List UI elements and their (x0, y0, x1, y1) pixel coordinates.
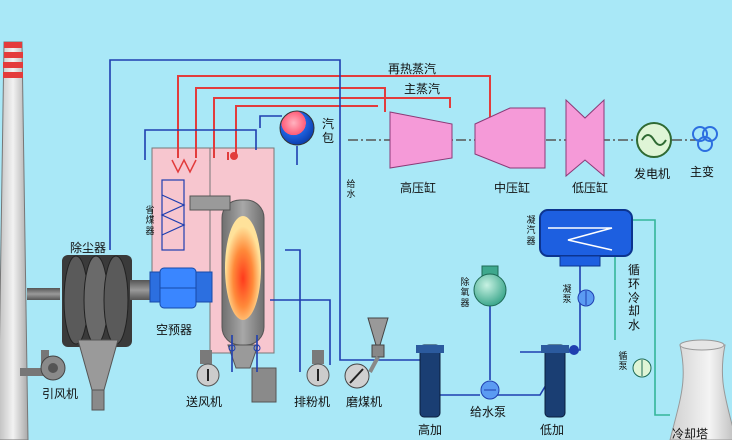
label-economizer: 省煤器 (145, 206, 155, 237)
label-deaerator: 除氧器 (460, 278, 470, 309)
steam-lines (177, 75, 491, 160)
label-lp-heater: 低加 (540, 423, 565, 437)
deaerator-icon (473, 265, 507, 307)
label-hp-cylinder: 高压缸 (400, 181, 437, 195)
generator-icon (636, 122, 672, 158)
condenser-icon (539, 209, 633, 267)
pump-icon (480, 380, 500, 400)
dust-collector-icon (62, 255, 132, 411)
label-cooling-tower: 冷却塔 (672, 427, 709, 440)
label-coal-mill: 磨煤机 (346, 395, 383, 409)
label-reheat-steam: 再热蒸汽 (388, 62, 437, 76)
label-generator: 发电机 (634, 167, 671, 181)
pump-icon (632, 358, 652, 378)
lp-heater-icon (541, 344, 569, 418)
label-ip-cylinder: 中压缸 (494, 181, 531, 195)
label-feedwater: 给水 (346, 180, 356, 201)
hp-heater-icon (416, 344, 444, 418)
duct-segment (130, 280, 155, 300)
label-condenser: 凝汽器 (526, 216, 536, 247)
transformer-icon (692, 126, 718, 152)
cooling-lines (614, 219, 670, 416)
valve-node (569, 345, 579, 355)
cooling-tower-icon (669, 339, 732, 440)
valve-node (228, 344, 236, 352)
turbine-icon (389, 98, 605, 178)
boiler-backpass (151, 147, 235, 279)
label-condensate-pump: 凝泵 (562, 285, 572, 306)
label-feed-pump: 给水泵 (470, 405, 507, 419)
label-air-preheater: 空预器 (156, 323, 193, 337)
air-preheater-icon (149, 267, 213, 309)
label-hp-heater: 高加 (418, 423, 443, 437)
steam-node (230, 152, 238, 160)
label-circ-pump: 循泵 (618, 352, 628, 373)
induced-fan-icon (40, 355, 66, 381)
pump-icon (577, 289, 595, 307)
label-drum: 汽包 (322, 117, 335, 145)
coal-mill-icon (344, 317, 389, 389)
label-forced-fan: 送风机 (186, 395, 223, 409)
drum-icon (279, 110, 315, 146)
label-powder-fan: 排粉机 (294, 395, 331, 409)
label-main-steam: 主蒸汽 (404, 82, 441, 96)
label-dust-collector: 除尘器 (70, 241, 107, 255)
label-induced-fan: 引风机 (42, 387, 79, 401)
label-circulating-water: 循环冷却水 (628, 263, 641, 333)
fan-icon (196, 350, 220, 387)
valve-node (253, 344, 261, 352)
chimney-icon (0, 41, 29, 440)
label-main-transformer: 主变 (690, 165, 715, 179)
label-lp-cylinder: 低压缸 (572, 181, 609, 195)
boiler-body (189, 147, 277, 403)
fan-icon (306, 350, 330, 387)
